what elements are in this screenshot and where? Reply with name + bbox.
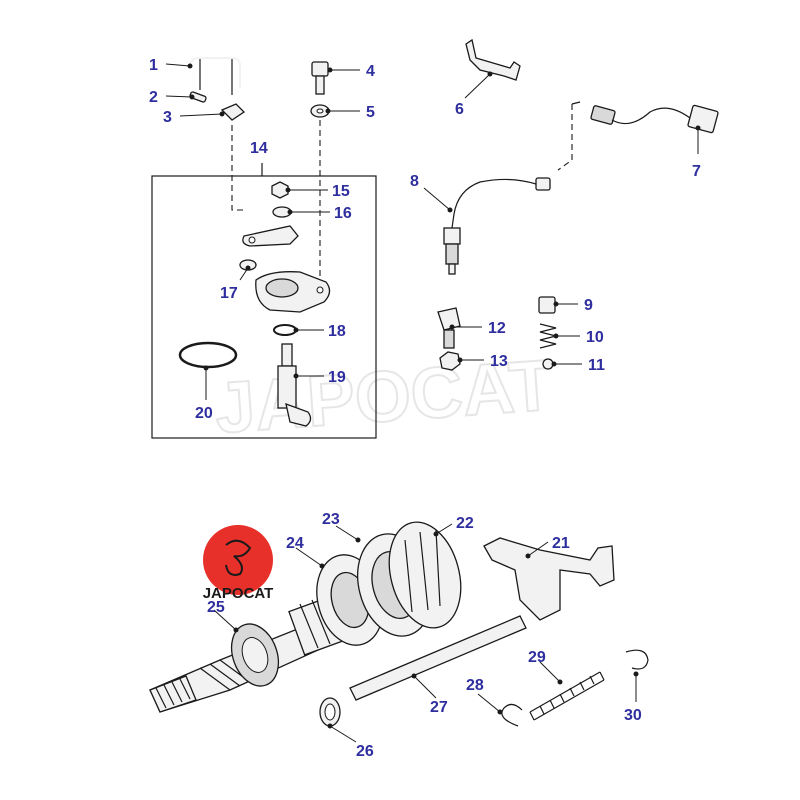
callout-26: 26 [356, 743, 374, 760]
callout-11: 11 [588, 357, 605, 374]
assembly-box-14 [151, 175, 377, 439]
callout-4: 4 [366, 63, 375, 80]
callout-13: 13 [490, 353, 508, 370]
leader-lines [165, 63, 701, 743]
callout-25: 25 [207, 599, 225, 616]
callout-12: 12 [488, 320, 506, 337]
logo-text: JAPOCAT [203, 585, 274, 602]
callout-8: 8 [410, 173, 419, 190]
callout-30: 30 [624, 707, 642, 724]
callout-20: 20 [195, 405, 213, 422]
callout-24: 24 [286, 535, 304, 552]
bottom-transmission [149, 521, 649, 727]
callout-5: 5 [366, 104, 375, 121]
callout-29: 29 [528, 649, 546, 666]
callout-14: 14 [250, 140, 268, 157]
callout-9: 9 [584, 297, 593, 314]
callout-19: 19 [328, 369, 346, 386]
callout-6: 6 [455, 101, 464, 118]
callout-28: 28 [466, 677, 484, 694]
callout-3: 3 [163, 109, 172, 126]
callout-16: 16 [334, 205, 352, 222]
callout-2: 2 [149, 89, 158, 106]
callout-15: 15 [332, 183, 350, 200]
top-left-assembly [151, 57, 377, 439]
callout-10: 10 [586, 329, 604, 346]
callout-27: 27 [430, 699, 448, 716]
callout-21: 21 [552, 535, 570, 552]
callout-23: 23 [322, 511, 340, 528]
japocat-logo: JAPOCAT [203, 525, 274, 602]
callout-1: 1 [149, 57, 158, 74]
callout-18: 18 [328, 323, 346, 340]
callout-7: 7 [692, 163, 701, 180]
callout-22: 22 [456, 515, 474, 532]
callout-17: 17 [220, 285, 238, 302]
top-right-sensors [437, 38, 719, 371]
callout-labels: 1 2 3 4 5 6 7 8 9 10 11 12 13 14 15 16 1… [149, 57, 701, 760]
